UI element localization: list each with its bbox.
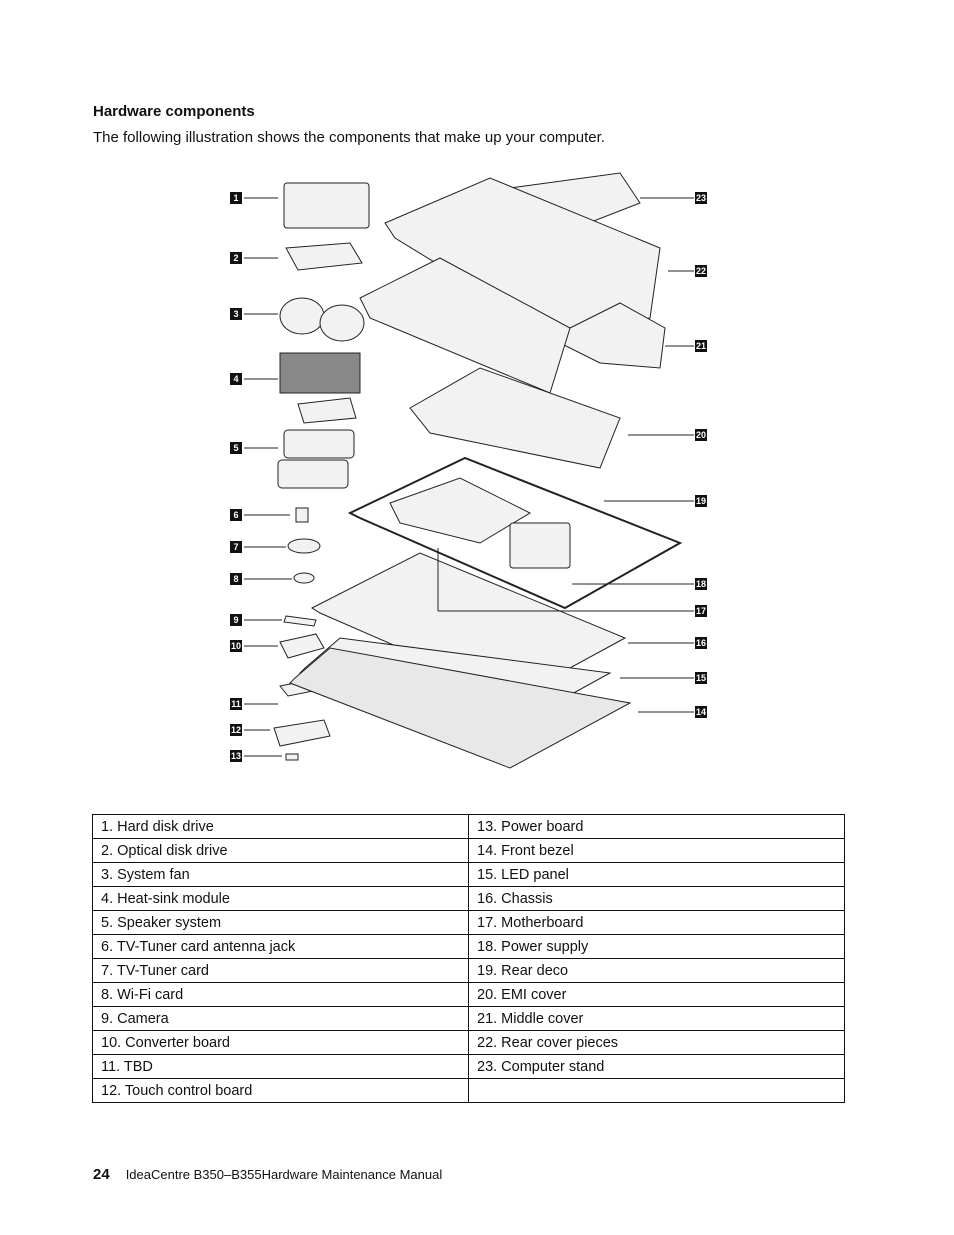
table-row: 10. Converter board 22. Rear cover piece… xyxy=(92,1030,845,1055)
callout-8: 8 xyxy=(230,573,242,585)
callout-3: 3 xyxy=(230,308,242,320)
heatsink-base xyxy=(297,397,357,424)
table-row: 9. Camera 21. Middle cover xyxy=(92,1006,845,1031)
table-cell: 1. Hard disk drive xyxy=(92,814,469,839)
table-cell: 10. Converter board xyxy=(92,1030,469,1055)
table-row: 1. Hard disk drive 13. Power board xyxy=(92,814,845,839)
hard-disk-drive-part xyxy=(283,182,370,229)
callout-23: 23 xyxy=(695,192,707,204)
table-row: 12. Touch control board xyxy=(92,1078,845,1103)
callout-17: 17 xyxy=(695,605,707,617)
wifi-part xyxy=(293,572,315,584)
callout-10: 10 xyxy=(230,640,242,652)
table-row: 6. TV-Tuner card antenna jack 18. Power … xyxy=(92,934,845,959)
callout-12: 12 xyxy=(230,724,242,736)
table-row: 2. Optical disk drive 14. Front bezel xyxy=(92,838,845,863)
callout-7: 7 xyxy=(230,541,242,553)
callout-14: 14 xyxy=(695,706,707,718)
page-footer: 24 IdeaCentre B350–B355Hardware Maintenan… xyxy=(93,1166,442,1183)
table-cell: 5. Speaker system xyxy=(92,910,469,935)
table-cell: 22. Rear cover pieces xyxy=(468,1030,845,1055)
callout-4: 4 xyxy=(230,373,242,385)
table-cell: 13. Power board xyxy=(468,814,845,839)
callout-19: 19 xyxy=(695,495,707,507)
manual-title: IdeaCentre B350–B355Hardware Maintenance… xyxy=(125,1167,443,1182)
motherboard-part xyxy=(389,477,532,544)
parts-table: 1. Hard disk drive 13. Power board 2. Op… xyxy=(92,814,845,1103)
table-cell: 4. Heat-sink module xyxy=(92,886,469,911)
optical-drive-part xyxy=(285,242,363,271)
page-number: 24 xyxy=(93,1166,110,1183)
table-cell: 3. System fan xyxy=(92,862,469,887)
section-heading: Hardware components xyxy=(93,103,255,120)
rear-cover-part xyxy=(384,177,661,334)
table-cell: 20. EMI cover xyxy=(468,982,845,1007)
callout-6: 6 xyxy=(230,509,242,521)
intro-paragraph: The following illustration shows the com… xyxy=(93,129,605,146)
exploded-view-drawing xyxy=(244,172,694,769)
callout-22: 22 xyxy=(695,265,707,277)
table-cell: 8. Wi-Fi card xyxy=(92,982,469,1007)
callout-2: 2 xyxy=(230,252,242,264)
table-cell: 7. TV-Tuner card xyxy=(92,958,469,983)
table-cell: 23. Computer stand xyxy=(468,1054,845,1079)
table-cell: 2. Optical disk drive xyxy=(92,838,469,863)
antenna-jack-part xyxy=(295,507,309,523)
table-cell: 16. Chassis xyxy=(468,886,845,911)
heatsink-fins xyxy=(279,352,361,394)
table-row: 8. Wi-Fi card 20. EMI cover xyxy=(92,982,845,1007)
power-supply-part xyxy=(509,522,571,569)
callout-9: 9 xyxy=(230,614,242,626)
callout-5: 5 xyxy=(230,442,242,454)
rear-deco-frame-part xyxy=(347,456,683,610)
fan-part-a xyxy=(279,297,325,335)
speaker-b xyxy=(277,459,349,489)
callout-13: 13 xyxy=(230,750,242,762)
speaker-a xyxy=(283,429,355,459)
callout-15: 15 xyxy=(695,672,707,684)
table-row: 11. TBD 23. Computer stand xyxy=(92,1054,845,1079)
tbd-part xyxy=(285,753,299,761)
exploded-view-illustration: 1 2 3 4 5 6 7 8 9 10 11 12 13 23 22 21 2… xyxy=(220,168,720,788)
camera-part xyxy=(283,615,317,627)
table-cell: 14. Front bezel xyxy=(468,838,845,863)
table-cell: 12. Touch control board xyxy=(92,1078,469,1103)
callout-11: 11 xyxy=(230,698,242,710)
table-row: 5. Speaker system 17. Motherboard xyxy=(92,910,845,935)
front-bezel-part xyxy=(289,647,632,769)
tv-tuner-part xyxy=(287,538,321,554)
converter-board-part xyxy=(279,633,325,659)
table-row: 7. TV-Tuner card 19. Rear deco xyxy=(92,958,845,983)
callout-20: 20 xyxy=(695,429,707,441)
table-cell: 21. Middle cover xyxy=(468,1006,845,1031)
middle-cover-part xyxy=(548,302,666,369)
callout-16: 16 xyxy=(695,637,707,649)
table-cell: 15. LED panel xyxy=(468,862,845,887)
callout-1: 1 xyxy=(230,192,242,204)
table-cell: 17. Motherboard xyxy=(468,910,845,935)
touch-board-part xyxy=(273,719,331,747)
table-cell: 9. Camera xyxy=(92,1006,469,1031)
table-cell: 19. Rear deco xyxy=(468,958,845,983)
callout-18: 18 xyxy=(695,578,707,590)
table-cell xyxy=(468,1078,845,1103)
table-cell: 11. TBD xyxy=(92,1054,469,1079)
leader-lines xyxy=(244,197,694,757)
callout-21: 21 xyxy=(695,340,707,352)
emi-cover-part xyxy=(409,367,621,469)
fan-part-b xyxy=(319,304,365,342)
table-cell: 18. Power supply xyxy=(468,934,845,959)
table-row: 3. System fan 15. LED panel xyxy=(92,862,845,887)
table-cell: 6. TV-Tuner card antenna jack xyxy=(92,934,469,959)
table-row: 4. Heat-sink module 16. Chassis xyxy=(92,886,845,911)
rear-deco-top-part xyxy=(359,257,571,394)
